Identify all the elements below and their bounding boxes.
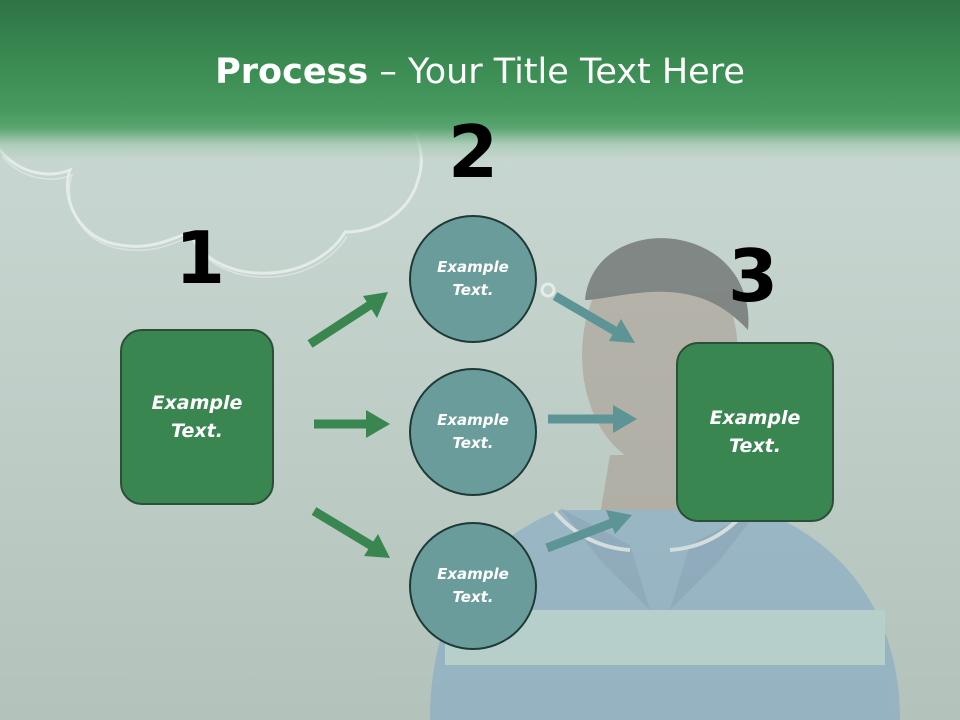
- arrow-top-to-right: [552, 292, 635, 343]
- title-rest: – Your Title Text Here: [368, 52, 745, 92]
- circle-middle-text: Example Text.: [437, 410, 509, 452]
- arrow-left-to-bottom: [311, 507, 390, 558]
- header-band: [0, 0, 960, 160]
- circle-bottom-text: Example Text.: [437, 564, 509, 606]
- step-number-1: 1: [174, 216, 226, 300]
- arrow-bottom-to-right: [545, 510, 632, 553]
- step-number-3: 3: [727, 234, 779, 318]
- slide-title: Process – Your Title Text Here: [0, 52, 960, 92]
- left-box-text: Example Text.: [151, 391, 243, 443]
- arrow-left-to-top: [307, 292, 388, 348]
- circle-node-top: Example Text.: [409, 215, 537, 343]
- arrow-middle-to-right: [548, 405, 637, 433]
- right-process-box: Example Text.: [676, 342, 834, 522]
- chalk-bubble-small: [540, 282, 556, 298]
- circle-node-bottom: Example Text.: [409, 522, 537, 650]
- left-process-box: Example Text.: [120, 329, 274, 505]
- arrow-left-to-middle: [314, 410, 390, 438]
- circle-node-middle: Example Text.: [409, 368, 537, 496]
- step-number-2: 2: [447, 110, 499, 194]
- right-box-text: Example Text.: [709, 406, 801, 458]
- circle-top-text: Example Text.: [437, 257, 509, 299]
- title-bold: Process: [215, 52, 369, 92]
- chalk-cloud-outline: [0, 126, 423, 275]
